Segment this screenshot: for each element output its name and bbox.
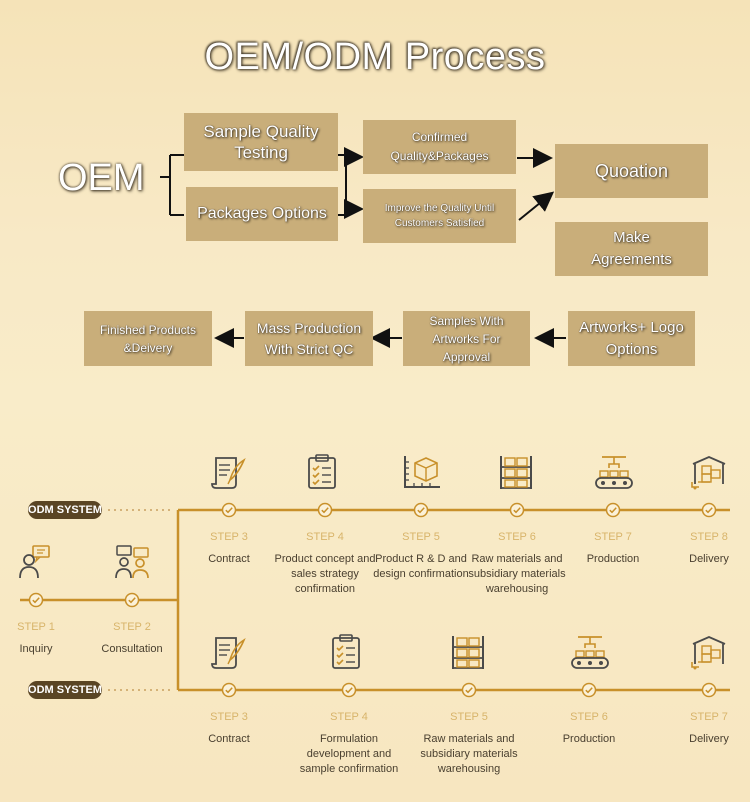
- step-number: STEP 3: [210, 531, 248, 543]
- step-number: STEP 5: [450, 711, 488, 723]
- agreements-box: Make Agreements: [555, 222, 708, 276]
- odm-system-badge-2: ODM SYSTEM: [28, 681, 102, 699]
- conveyor-icon: [570, 634, 610, 670]
- delivery-icon: [690, 634, 728, 670]
- step-check-icon: [413, 502, 429, 523]
- step-description: Delivery: [689, 733, 729, 745]
- artworks-box: Artworks+ Logo Options: [568, 311, 695, 366]
- step-check-icon: [341, 682, 357, 703]
- step-description: Formulation development and sample confi…: [299, 733, 399, 775]
- step-check-icon: [461, 682, 477, 703]
- step-description: Raw materials and subsidiary materials w…: [468, 553, 566, 595]
- shelves-icon: [450, 634, 486, 670]
- shelves-icon: [498, 454, 534, 490]
- step-check-icon: [581, 682, 597, 703]
- step-check-icon: [509, 502, 525, 523]
- checklist-icon: [330, 634, 362, 670]
- step-number: STEP 2: [113, 621, 151, 633]
- finished-products-box: Finished Products &Deivery: [84, 311, 212, 366]
- step-description: Contract: [208, 733, 250, 745]
- mass-production-box: Mass Production With Strict QC: [245, 311, 373, 366]
- step-description: Production: [562, 733, 616, 745]
- step-description: Product concept and sales strategy confi…: [274, 553, 376, 595]
- step-check-icon: [605, 502, 621, 523]
- step-check-icon: [221, 502, 237, 523]
- odm-system-badge-1: ODM SYSTEM: [28, 501, 102, 519]
- step-description: Raw materials and subsidiary materials w…: [420, 733, 518, 775]
- conveyor-icon: [594, 454, 634, 490]
- step-check-icon: [28, 592, 44, 613]
- step-check-icon: [701, 502, 717, 523]
- page-title: OEM/ODM Process: [204, 36, 546, 78]
- step-check-icon: [317, 502, 333, 523]
- packages-options-box: Packages Options: [186, 187, 338, 241]
- box-ruler-icon: [402, 454, 442, 490]
- step-number: STEP 8: [690, 531, 728, 543]
- oem-connector-lines: [160, 147, 566, 348]
- consultation-icon: [113, 544, 151, 580]
- scroll-quill-icon: [210, 454, 246, 490]
- delivery-icon: [690, 454, 728, 490]
- scroll-quill-icon: [210, 634, 246, 670]
- step-description: Production: [586, 553, 640, 565]
- sample-quality-box: Sample Quality Testing: [184, 113, 338, 171]
- step-number: STEP 5: [402, 531, 440, 543]
- step-number: STEP 4: [330, 711, 368, 723]
- step-number: STEP 3: [210, 711, 248, 723]
- step-number: STEP 7: [690, 711, 728, 723]
- confirmed-box: Confirmed Quality&Packages: [363, 120, 516, 174]
- step-description: Product R & D and design confirmation: [373, 553, 469, 580]
- checklist-icon: [306, 454, 338, 490]
- step-number: STEP 6: [570, 711, 608, 723]
- step-number: STEP 4: [306, 531, 344, 543]
- step-number: STEP 1: [17, 621, 55, 633]
- step-number: STEP 7: [594, 531, 632, 543]
- person-chat-icon: [17, 544, 53, 580]
- oem-label: OEM: [58, 157, 145, 199]
- step-check-icon: [124, 592, 140, 613]
- step-description: Delivery: [689, 553, 729, 565]
- step-check-icon: [701, 682, 717, 703]
- step-description: Contract: [208, 553, 250, 565]
- quotation-box: Quoation: [555, 144, 708, 198]
- samples-approval-box: Samples With Artworks For Approval: [403, 311, 530, 366]
- step-description: Consultation: [101, 643, 163, 655]
- step-number: STEP 6: [498, 531, 536, 543]
- step-description: Inquiry: [19, 643, 53, 655]
- improve-box: Improve the Quality Until Customers Sati…: [363, 189, 516, 243]
- step-check-icon: [221, 682, 237, 703]
